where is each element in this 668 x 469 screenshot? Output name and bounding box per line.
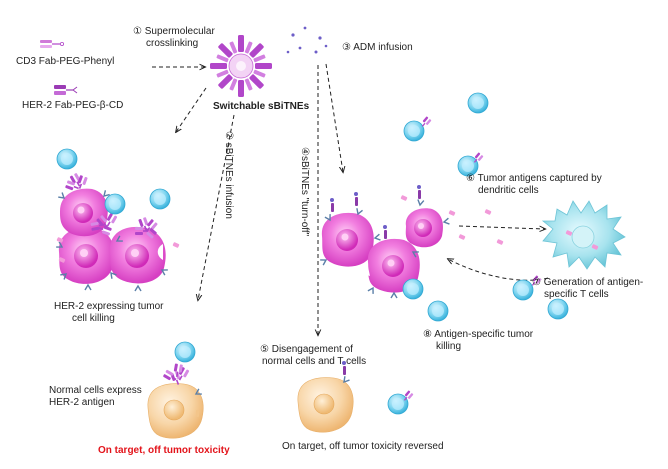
toxicity-reversed-label: On target, off tumor toxicity reversed (282, 441, 444, 452)
dendritic-cell (541, 200, 626, 270)
sbitne-nanoparticle-icon (210, 35, 272, 97)
normal-cells-label-line1: Normal cells express (49, 385, 142, 396)
step3-label: ③ ADM infusion (342, 42, 413, 53)
step1-label-line1: ① Supermolecular (133, 26, 215, 37)
step6-label-line1: ⑥ Tumor antigens captured by (466, 173, 602, 184)
step2-label: ② sBiTNEs infusion (223, 131, 234, 219)
step4-label: ④sBiTNEs "turn-off" (299, 147, 310, 237)
toxicity-warning-label: On target, off tumor toxicity (98, 445, 230, 456)
arrow-adm-to-tumor (325, 63, 343, 172)
cd3-legend-label: CD3 Fab-PEG-Phenyl (16, 56, 115, 67)
tumor-killing-scene (55, 148, 180, 292)
her2-legend-icon (54, 85, 78, 95)
step8-label-line2: killing (436, 341, 462, 352)
step7-label-line2: specific T cells (544, 289, 609, 300)
her2-killing-label-line1: HER-2 expressing tumor (54, 301, 164, 312)
normal-cells-label-line2: HER-2 antigen (49, 397, 115, 408)
step7-label-line1: ⑦ Generation of antigen- (532, 277, 644, 288)
adm-molecules (286, 26, 328, 54)
step5-label-line1: ⑤ Disengagement of (260, 344, 353, 355)
arrow-to-dendritic (458, 225, 545, 229)
step1-label-line2: crosslinking (146, 38, 199, 49)
step5-label-line2: normal cells and T cells (262, 356, 367, 367)
her2-legend-label: HER-2 Fab-PEG-β-CD (22, 100, 124, 111)
arrow-to-tumor-killing (176, 87, 207, 132)
normal-cell-reversed-scene (297, 361, 415, 433)
adm-tumor-scene (319, 92, 504, 300)
arrow-sbitne-infusion (198, 114, 235, 300)
switchable-sbitnes-label: Switchable sBiTNEs (213, 101, 310, 112)
step8-label-line1: ⑧ Antigen-specific tumor (423, 329, 534, 340)
her2-killing-label-line2: cell killing (72, 313, 115, 324)
step6-label-line2: dendritic cells (478, 185, 539, 196)
normal-cell-toxicity-scene (147, 341, 204, 439)
cd3-legend-icon (40, 40, 64, 48)
